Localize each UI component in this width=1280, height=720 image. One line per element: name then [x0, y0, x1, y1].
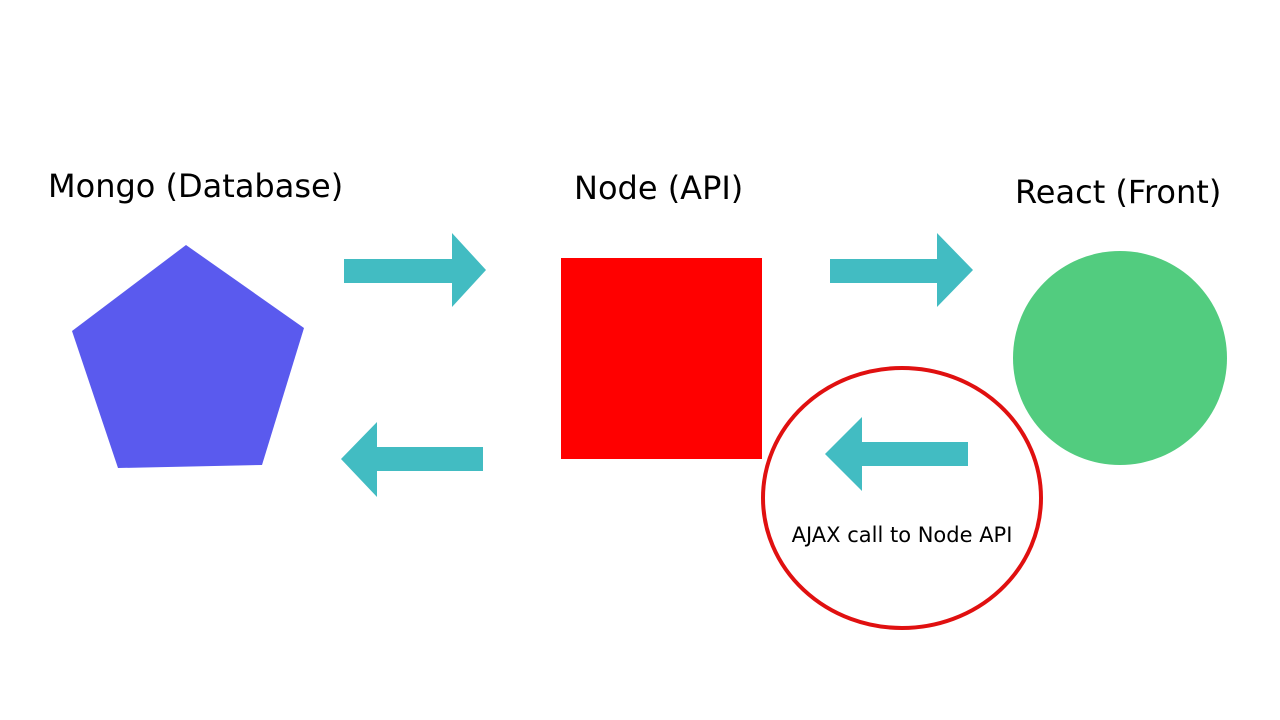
arrow-mongo-to-node: [344, 233, 486, 307]
react-label: React (Front): [1015, 173, 1221, 211]
arrow-react-to-node: [825, 417, 968, 491]
mongo-label: Mongo (Database): [48, 167, 343, 205]
mongo-pentagon-shape: [72, 245, 304, 468]
arrow-node-to-react: [830, 233, 973, 307]
ajax-highlight-ellipse: [761, 366, 1043, 630]
node-label: Node (API): [574, 169, 743, 207]
react-circle-shape: [1013, 251, 1227, 465]
node-square-shape: [561, 258, 762, 459]
ajax-call-label: AJAX call to Node API: [792, 523, 1013, 547]
arrow-node-to-mongo: [341, 422, 483, 497]
